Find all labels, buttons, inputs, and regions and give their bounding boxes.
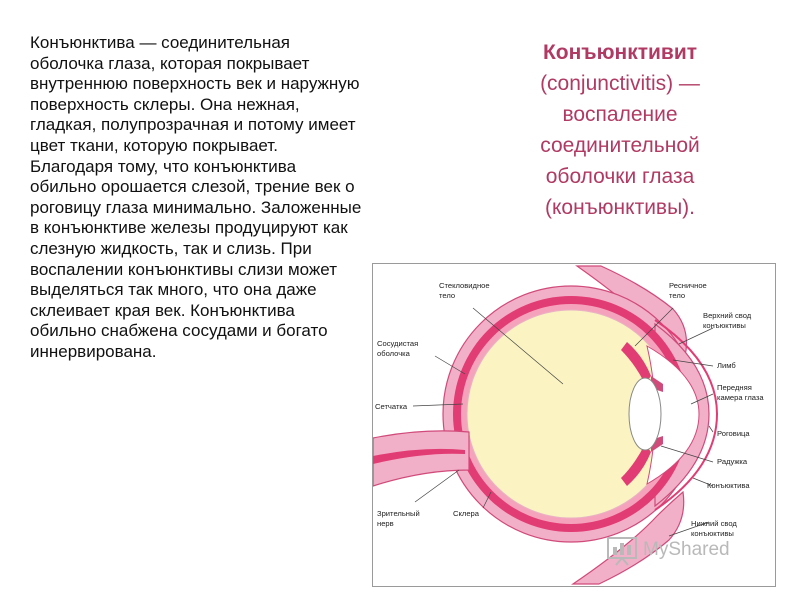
label-conjunctiva: Конъюктива bbox=[707, 481, 750, 490]
presentation-icon bbox=[607, 537, 637, 566]
label-vitreous-2: тело bbox=[439, 291, 455, 300]
optic-nerve bbox=[373, 430, 470, 487]
label-optic-nerve: Зрительный bbox=[377, 509, 420, 518]
label-choroid-2: оболочка bbox=[377, 349, 411, 358]
label-iris: Радужка bbox=[717, 457, 748, 466]
label-anterior-chamber-2: камера глаза bbox=[717, 393, 764, 402]
title-term: Конъюнктивит bbox=[542, 41, 698, 64]
optic-nerve-core bbox=[373, 448, 465, 464]
conjunctivitis-definition: Конъюнктивит (conjunctivitis) — воспален… bbox=[455, 37, 785, 223]
label-lower-fornix: Нижний свод bbox=[691, 519, 737, 528]
title-line-4: соединительной bbox=[540, 134, 700, 157]
label-limbus: Лимб bbox=[717, 361, 736, 370]
label-ciliary-body: Ресничное bbox=[669, 281, 707, 290]
conjunctiva-description: Конъюнктива — соединительная оболочка гл… bbox=[30, 33, 362, 361]
label-vitreous: Стекловидное bbox=[439, 281, 490, 290]
label-retina: Сетчатка bbox=[375, 402, 408, 411]
title-latin: (conjunctivitis) — bbox=[540, 72, 700, 95]
label-optic-nerve-2: нерв bbox=[377, 519, 394, 528]
watermark-text: MyShared bbox=[643, 539, 730, 560]
title-line-3: воспаление bbox=[562, 103, 678, 126]
watermark: MyShared bbox=[605, 533, 775, 567]
eye-cross-section: Стекловидное тело Ресничное тело Верхний… bbox=[373, 265, 764, 585]
label-lower-fornix-2: конъюктивы bbox=[691, 529, 734, 538]
iris-lower bbox=[621, 444, 651, 486]
label-choroid: Сосудистая bbox=[377, 339, 418, 348]
lens bbox=[628, 377, 662, 451]
label-ciliary-body-2: тело bbox=[669, 291, 685, 300]
label-upper-fornix-2: конъюктивы bbox=[703, 321, 746, 330]
eye-anatomy-diagram: Стекловидное тело Ресничное тело Верхний… bbox=[372, 263, 776, 587]
label-upper-fornix: Верхний свод bbox=[703, 311, 752, 320]
conjunctiva-line bbox=[654, 319, 719, 511]
title-line-6: (конъюнктивы). bbox=[544, 196, 695, 219]
label-sclera: Склера bbox=[453, 509, 480, 518]
lower-eyelid bbox=[571, 490, 685, 585]
ciliary-body bbox=[621, 342, 651, 384]
title-line-5: оболочки глаза bbox=[545, 165, 695, 188]
label-anterior-chamber: Передняя bbox=[717, 383, 752, 392]
label-cornea: Роговица bbox=[717, 429, 750, 438]
